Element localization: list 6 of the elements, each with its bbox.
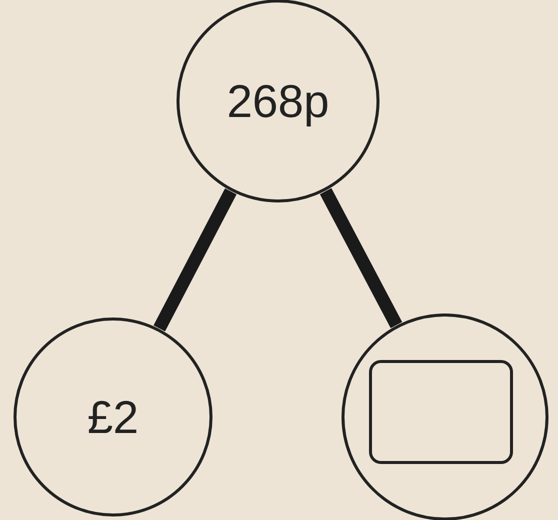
connector-line xyxy=(154,188,237,332)
number-text: £2 xyxy=(87,390,139,444)
number-circle xyxy=(13,317,213,517)
connector-line xyxy=(320,188,402,328)
number-text: 268p xyxy=(226,74,330,128)
answer-box xyxy=(369,360,513,464)
